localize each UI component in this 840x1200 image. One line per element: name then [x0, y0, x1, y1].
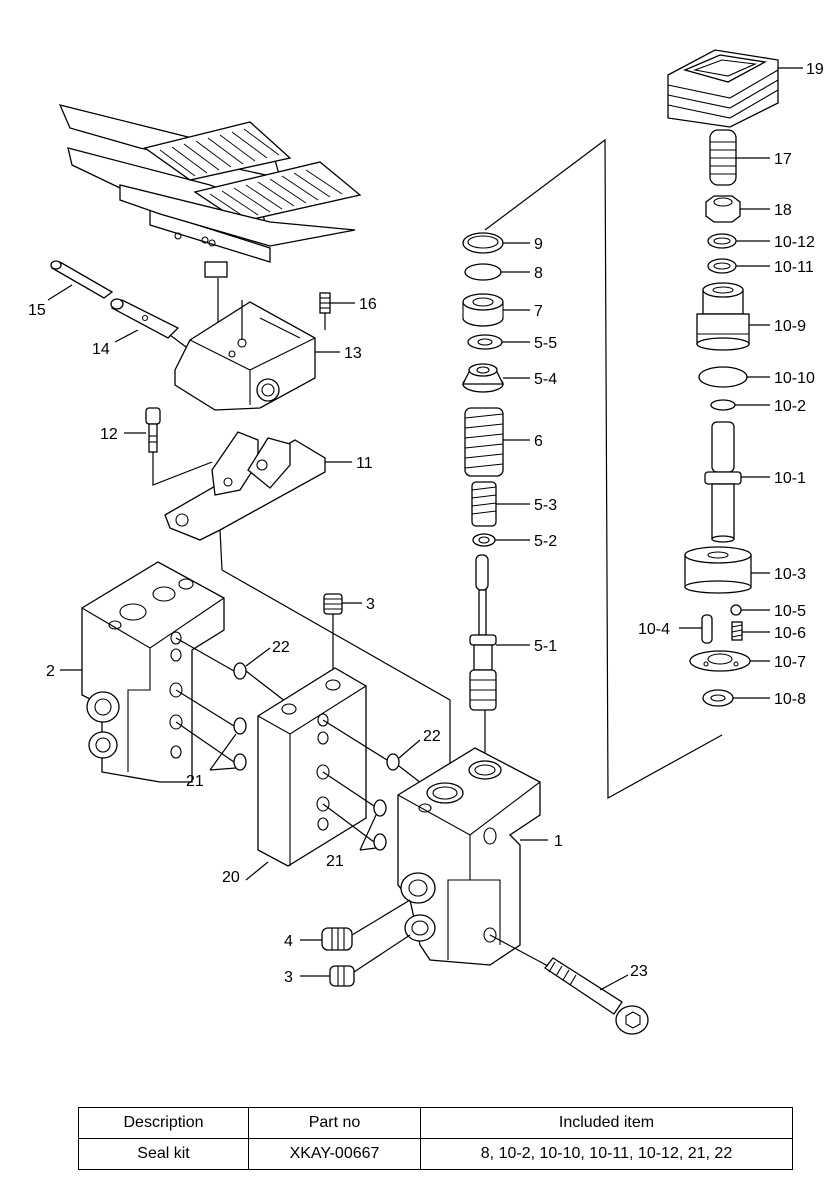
callout-7: 7	[534, 303, 543, 320]
spool-5-1	[469, 554, 497, 711]
pin-10-4	[701, 614, 713, 644]
pin-15	[50, 260, 114, 299]
callout-10-11: 10-11	[774, 259, 814, 276]
callout-19: 19	[806, 61, 824, 78]
callout-15: 15	[28, 302, 46, 319]
callout-17: 17	[774, 151, 792, 168]
callout-14: 14	[92, 341, 110, 358]
ball-10-5	[730, 604, 742, 616]
seat-10-3	[684, 546, 752, 594]
callout-9: 9	[534, 236, 543, 253]
valve-body-2	[81, 561, 225, 783]
screw-16	[319, 292, 331, 314]
spring-10-6	[731, 621, 743, 641]
washer-5-2	[472, 533, 496, 547]
callout-5-4: 5-4	[534, 371, 557, 388]
pedal-assembly	[58, 104, 362, 278]
callout-5-1: 5-1	[534, 638, 557, 655]
callout-10-1: 10-1	[774, 470, 806, 487]
table-header-row: Description Part no Included item	[78, 1107, 793, 1139]
o-ring-10-2	[710, 399, 736, 411]
callout-6: 6	[534, 433, 543, 450]
callout-10-3: 10-3	[774, 566, 806, 583]
spacer-plate-20	[257, 667, 367, 867]
callout-10-2: 10-2	[774, 398, 806, 415]
callout-10-4: 10-4	[638, 621, 670, 638]
header-part-no: Part no	[248, 1107, 421, 1139]
spring-5-3	[471, 481, 497, 527]
callout-12: 12	[100, 426, 118, 443]
callout-21-left: 21	[186, 773, 204, 790]
snap-ring-9	[462, 232, 504, 254]
callout-21-right: 21	[326, 853, 344, 870]
callout-16: 16	[359, 296, 377, 313]
base-plate-11	[164, 431, 326, 541]
callout-13: 13	[344, 345, 362, 362]
spring-seat-5-4	[461, 363, 505, 393]
callout-5-5: 5-5	[534, 335, 557, 352]
callout-1: 1	[554, 833, 563, 850]
callout-22-right: 22	[423, 728, 441, 745]
callout-11: 11	[356, 455, 373, 472]
plunger-10-1	[704, 421, 742, 543]
o-rings-22-21-right	[373, 753, 400, 851]
ring-10-11	[707, 258, 737, 274]
cell-part-no: XKAY-00667	[248, 1138, 421, 1170]
spring-6	[464, 407, 504, 477]
callout-5-2: 5-2	[534, 533, 557, 550]
plate-10-7	[689, 650, 751, 672]
callout-22-left: 22	[272, 639, 290, 656]
cell-description: Seal kit	[78, 1138, 249, 1170]
seal-kit-table: Description Part no Included item Seal k…	[78, 1107, 793, 1170]
valve-body-1	[397, 747, 541, 966]
callout-labels: 19 17 18 10-12 10-11 10-9 10-10 10-2 10-…	[28, 61, 824, 986]
callout-3-bottom: 3	[284, 969, 293, 986]
bracket-13	[174, 301, 316, 411]
header-included-item: Included item	[420, 1107, 793, 1139]
callout-10-9: 10-9	[774, 318, 806, 335]
o-ring-10-10	[698, 366, 748, 388]
callout-10-12: 10-12	[774, 234, 815, 251]
plug-4	[321, 927, 353, 951]
table-row: Seal kit XKAY-00667 8, 10-2, 10-10, 10-1…	[78, 1138, 793, 1170]
bolt-12	[145, 407, 161, 453]
rod-17	[709, 129, 737, 186]
nut-18	[705, 195, 741, 223]
callout-4: 4	[284, 933, 293, 950]
pin-14	[110, 298, 180, 339]
plug-3-bottom	[329, 965, 355, 987]
washer-10-8	[702, 689, 734, 707]
cell-included-item: 8, 10-2, 10-10, 10-11, 10-12, 21, 22	[420, 1138, 793, 1170]
callout-10-10: 10-10	[774, 370, 815, 387]
callout-20: 20	[222, 869, 240, 886]
boot-19	[667, 49, 779, 128]
header-description: Description	[78, 1107, 249, 1139]
o-rings-22-21-left	[233, 662, 247, 771]
assembly-guide-line-right	[484, 138, 723, 800]
exploded-parts-diagram: 19 17 18 10-12 10-11 10-9 10-10 10-2 10-…	[28, 49, 824, 1035]
callout-10-5: 10-5	[774, 603, 806, 620]
callout-2: 2	[46, 663, 55, 680]
ring-10-12	[707, 233, 737, 249]
callout-5-3: 5-3	[534, 497, 557, 514]
housing-10-9	[696, 282, 750, 351]
o-ring-8	[464, 263, 502, 281]
callout-10-7: 10-7	[774, 654, 806, 671]
bushing-7	[462, 293, 504, 327]
callout-23: 23	[630, 963, 648, 980]
callout-18: 18	[774, 202, 792, 219]
bolt-23	[544, 957, 649, 1035]
washer-5-5	[467, 334, 503, 350]
plug-3-top	[323, 593, 343, 615]
callout-3-top: 3	[366, 596, 375, 613]
callout-8: 8	[534, 265, 543, 282]
callout-10-6: 10-6	[774, 625, 806, 642]
callout-10-8: 10-8	[774, 691, 806, 708]
